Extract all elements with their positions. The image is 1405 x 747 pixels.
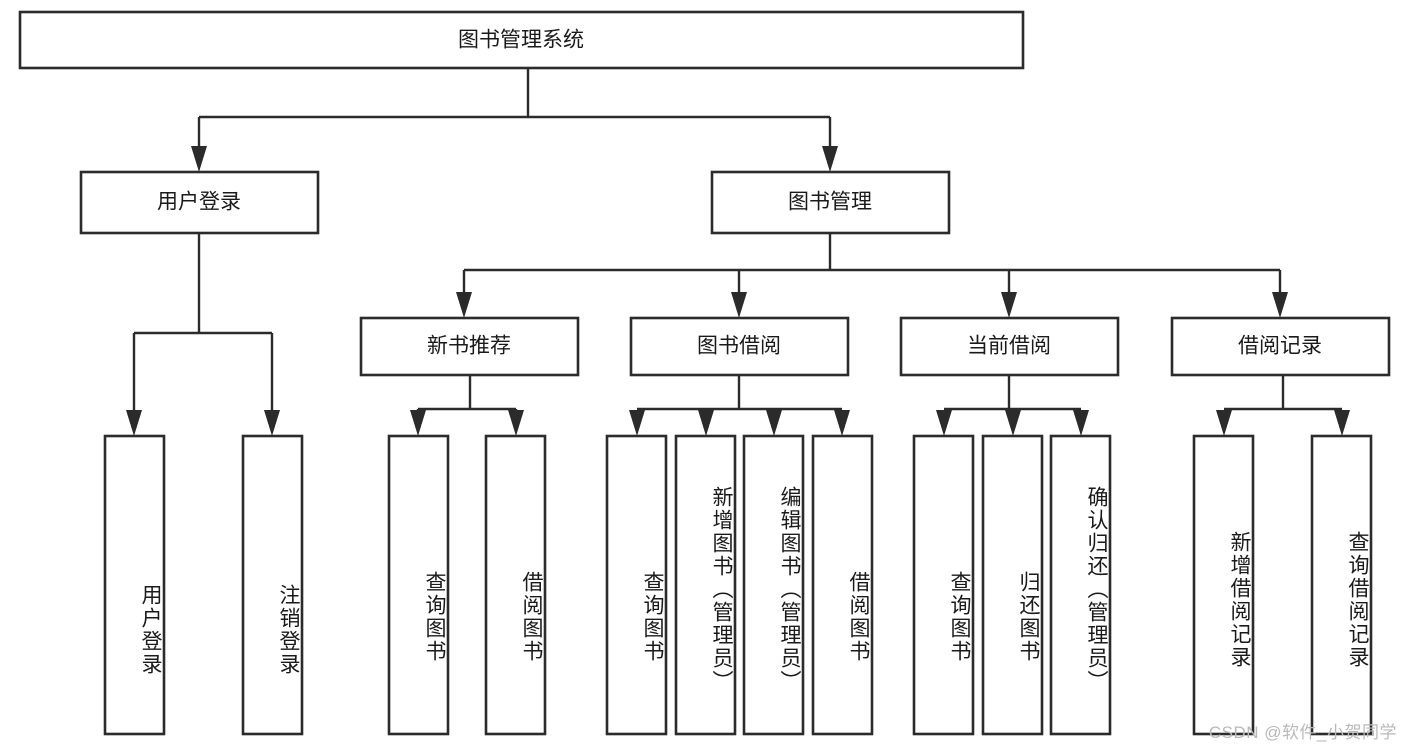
- leaf-return-book-rect[interactable]: [981, 434, 1044, 736]
- connector-group-borrow-record: [1216, 375, 1350, 436]
- node-root-label: 图书管理系统: [458, 29, 584, 52]
- arrow-head-leaf-logout: [264, 410, 280, 436]
- node-book-borrow-rect[interactable]: [629, 316, 850, 377]
- arrow-head-leaf-query-borrow-record: [1334, 410, 1350, 436]
- node-root-rect[interactable]: [18, 10, 1025, 70]
- connector-group-book-manage: [456, 233, 1288, 318]
- leaf-borrow-book-new-rect[interactable]: [484, 434, 547, 736]
- arrow-head-leaf-query-book-new: [410, 410, 426, 436]
- node-root[interactable]: 图书管理系统: [18, 10, 1025, 70]
- node-book-borrow-label: 图书借阅: [697, 335, 781, 358]
- arrow-head-leaf-query-book-current: [936, 410, 952, 436]
- leaf-confirm-return-admin-rect[interactable]: [1049, 434, 1112, 736]
- node-borrow-record[interactable]: 借阅记录: [1170, 316, 1391, 377]
- leaf-rect-group: [103, 434, 1373, 736]
- arrow-head-leaf-query-book-borrow: [629, 410, 645, 436]
- node-current-borrow-rect[interactable]: [899, 316, 1120, 377]
- node-user-login-label: 用户登录: [157, 191, 241, 214]
- connector-group-user-login: [126, 233, 280, 436]
- leaf-add-book-admin-rect[interactable]: [674, 434, 737, 736]
- arrow-head-new-book-recommend: [456, 292, 472, 318]
- node-user-login-rect[interactable]: [79, 170, 320, 235]
- arrow-head-leaf-add-borrow-record: [1216, 410, 1232, 436]
- leaf-query-borrow-record-rect[interactable]: [1310, 434, 1373, 736]
- node-user-login[interactable]: 用户登录: [79, 170, 320, 235]
- node-new-book-recommend-rect[interactable]: [359, 316, 580, 377]
- arrow-head-current-borrow: [1001, 292, 1017, 318]
- leaf-logout-rect[interactable]: [241, 434, 304, 736]
- arrow-head-borrow-record: [1272, 292, 1288, 318]
- node-book-manage-rect[interactable]: [710, 170, 951, 235]
- arrow-head-leaf-return-book: [1005, 410, 1021, 436]
- arrow-head-leaf-add-book-admin: [698, 410, 714, 436]
- leaf-query-book-borrow-rect[interactable]: [605, 434, 668, 736]
- connector-group-new-book-recommend: [410, 375, 524, 436]
- leaf-edit-book-admin-rect[interactable]: [742, 434, 805, 736]
- node-book-manage-label: 图书管理: [788, 191, 872, 214]
- node-new-book-recommend-label: 新书推荐: [427, 335, 511, 358]
- node-book-manage[interactable]: 图书管理: [710, 170, 951, 235]
- connector-group-book-borrow: [629, 375, 850, 436]
- csdn-watermark: CSDN @软件_小贺同学: [1208, 723, 1397, 742]
- leaf-add-borrow-record-rect[interactable]: [1192, 434, 1255, 736]
- arrow-head-user-login: [191, 146, 207, 172]
- arrow-head-leaf-borrow-book: [834, 410, 850, 436]
- leaf-user-login-rect[interactable]: [103, 434, 166, 736]
- arrow-head-leaf-user-login: [126, 410, 142, 436]
- leaf-borrow-book-rect[interactable]: [811, 434, 874, 736]
- arrow-head-leaf-edit-book-admin: [766, 410, 782, 436]
- leaf-query-book-current-rect[interactable]: [912, 434, 975, 736]
- node-current-borrow[interactable]: 当前借阅: [899, 316, 1120, 377]
- node-new-book-recommend[interactable]: 新书推荐: [359, 316, 580, 377]
- connector-group-current-borrow: [936, 375, 1089, 436]
- node-borrow-record-label: 借阅记录: [1238, 335, 1322, 358]
- node-current-borrow-label: 当前借阅: [967, 335, 1051, 358]
- arrow-head-book-manage: [822, 146, 838, 172]
- arrow-head-leaf-confirm-return-admin: [1073, 410, 1089, 436]
- arrow-head-leaf-borrow-book-new: [508, 410, 524, 436]
- arrow-head-book-borrow: [731, 292, 747, 318]
- leaf-query-book-new-rect[interactable]: [387, 434, 450, 736]
- node-book-borrow[interactable]: 图书借阅: [629, 316, 850, 377]
- node-borrow-record-rect[interactable]: [1170, 316, 1391, 377]
- connector-group-root: [191, 68, 838, 172]
